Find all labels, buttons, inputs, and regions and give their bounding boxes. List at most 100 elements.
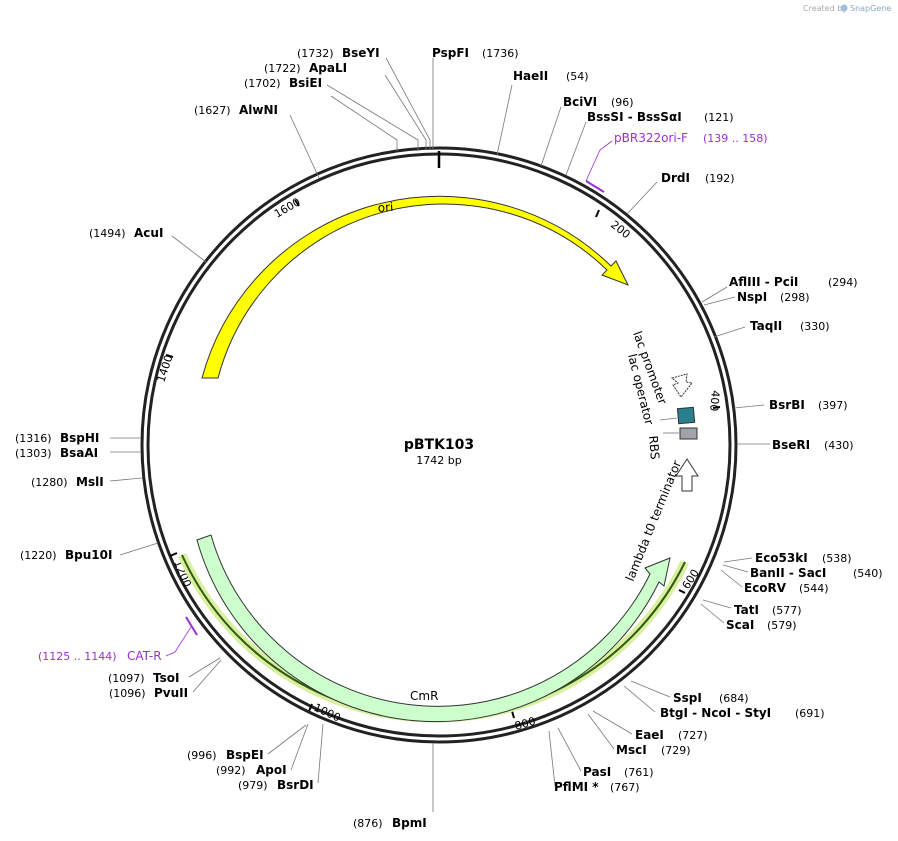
primers: pBR322ori-F (139 .. 158) (1125 .. 1144) … <box>38 131 768 663</box>
site-pos-scai: (579) <box>767 619 797 632</box>
site-pos-msci: (729) <box>661 744 691 757</box>
rbs-box <box>679 427 698 440</box>
site-pos-bseyi: (1732) <box>297 47 334 60</box>
site-pos-bsrbi: (397) <box>818 399 848 412</box>
site-leader-bsiei-2 <box>330 95 398 151</box>
site-pos-bseri: (430) <box>824 439 854 452</box>
tick-mark-1600 <box>294 199 300 207</box>
site-leader-bseyi <box>385 57 431 150</box>
site-name-bsaai: BsaAI <box>60 446 98 460</box>
site-pos-bsssi: (121) <box>704 111 734 124</box>
site-name-msli: MslI <box>76 475 104 489</box>
plasmid-name: pBTK103 <box>404 437 474 453</box>
primer-pbr322ori-f-range: (139 .. 158) <box>703 132 768 145</box>
site-name-acui: AcuI <box>134 226 163 240</box>
site-name-pasi: PasI <box>583 765 611 779</box>
site-leader-apali <box>384 74 427 150</box>
tick-mark-1000 <box>308 703 313 712</box>
site-pos-bsaai: (1303) <box>15 447 52 460</box>
site-leader-ecorv <box>720 569 743 588</box>
primer-pbr322ori-f-name: pBR322ori-F <box>614 131 688 145</box>
site-leader-acui <box>171 235 207 263</box>
site-pos-bsiei: (1702) <box>244 77 281 90</box>
site-name-taqii: TaqII <box>750 319 782 333</box>
site-pos-bsphi: (1316) <box>15 432 52 445</box>
site-leader-pflmi <box>548 730 556 787</box>
plasmid-title: pBTK103 1742 bp <box>404 437 474 467</box>
tick-mark-800 <box>511 710 515 719</box>
site-leader-bsiei <box>326 84 419 151</box>
site-name-bsphi: BspHI <box>60 431 99 445</box>
site-leader-msli <box>109 477 143 482</box>
cmr-feature: CmR <box>177 534 690 723</box>
tick-mark-600 <box>678 589 686 594</box>
tick-mark-1400 <box>165 354 174 358</box>
site-pos-pspfi: (1736) <box>482 47 519 60</box>
site-pos-pvuii: (1096) <box>109 687 146 700</box>
site-name-bpmi: BpmI <box>392 816 427 830</box>
site-pos-apali: (1722) <box>264 62 301 75</box>
site-leader-apoi <box>290 723 309 771</box>
site-pos-nspi: (298) <box>780 291 810 304</box>
site-name-tati: TatI <box>734 603 759 617</box>
site-name-pflmi: PflMI * <box>554 780 599 794</box>
site-pos-bpu10i: (1220) <box>20 549 57 562</box>
site-leader-sspi <box>630 680 671 698</box>
site-name-btgi: BtgI - NcoI - StyI <box>660 706 771 720</box>
site-name-apoi: ApoI <box>256 763 287 777</box>
site-pos-banii: (540) <box>853 567 883 580</box>
tick-label-400: 400 <box>707 390 722 412</box>
rbs-label: RBS <box>646 435 662 460</box>
ori-feature: ori <box>201 195 630 379</box>
site-pos-bpmi: (876) <box>353 817 383 830</box>
site-pos-tati: (577) <box>772 604 802 617</box>
tick-label-200: 200 <box>608 218 633 241</box>
site-name-ecorv: EcoRV <box>744 581 787 595</box>
site-pos-eaei: (727) <box>678 729 708 742</box>
site-name-haeii: HaeII <box>513 69 548 83</box>
site-name-banii: BanII - SacI <box>750 566 826 580</box>
site-leader-eco53ki <box>723 557 753 563</box>
site-pos-msli: (1280) <box>31 476 68 489</box>
site-name-bspei: BspEI <box>226 748 264 762</box>
site-name-pspfi: PspFI <box>432 46 469 60</box>
lac-operator-leader <box>659 417 678 421</box>
site-pos-apoi: (992) <box>216 764 246 777</box>
site-leader-bsrbi <box>733 404 765 409</box>
site-leader-tati <box>702 599 732 609</box>
tick-label-1400: 1400 <box>154 353 175 384</box>
site-leader-btgi <box>623 685 656 713</box>
ori-label: ori <box>377 200 394 215</box>
site-leader-tsoi <box>188 657 221 678</box>
site-pos-pflmi: (767) <box>610 781 640 794</box>
ori-arrow <box>201 195 630 379</box>
site-pos-ecorv: (544) <box>799 582 829 595</box>
site-leader-msci <box>587 713 615 750</box>
site-name-bsrbi: BsrBI <box>769 398 805 412</box>
site-leader-banii <box>722 564 749 573</box>
credit-brand: SnapGene <box>850 4 891 13</box>
terminator-arrow <box>675 458 699 492</box>
site-leader-taqii <box>713 326 746 338</box>
site-leader-scai <box>700 603 725 624</box>
site-name-eaei: EaeI <box>635 728 664 742</box>
site-name-tsoi: TsoI <box>153 671 179 685</box>
tick-mark-400 <box>712 406 721 409</box>
site-name-bpu10i: Bpu10I <box>65 548 112 562</box>
plasmid-length: 1742 bp <box>416 454 461 467</box>
site-leader-haeii <box>496 84 513 156</box>
primer-pbr322ori-f-leader <box>585 140 613 182</box>
site-name-bsiei: BsiEI <box>289 76 322 90</box>
restriction-sites: (1732) BseYI (1722) ApaLI (1702) BsiEI (… <box>15 46 883 830</box>
site-pos-alwni: (1627) <box>194 104 231 117</box>
site-pos-btgi: (691) <box>795 707 825 720</box>
site-pos-bspei: (996) <box>187 749 217 762</box>
site-name-pvuii: PvuII <box>154 686 188 700</box>
site-name-sspi: SspI <box>673 691 702 705</box>
site-name-bseyi: BseYI <box>342 46 380 60</box>
site-leader-alwni <box>289 114 320 179</box>
site-pos-tsoi: (1097) <box>108 672 145 685</box>
site-leader-drdi <box>626 181 658 215</box>
backbone <box>140 146 738 744</box>
site-pos-haeii: (54) <box>566 70 589 83</box>
